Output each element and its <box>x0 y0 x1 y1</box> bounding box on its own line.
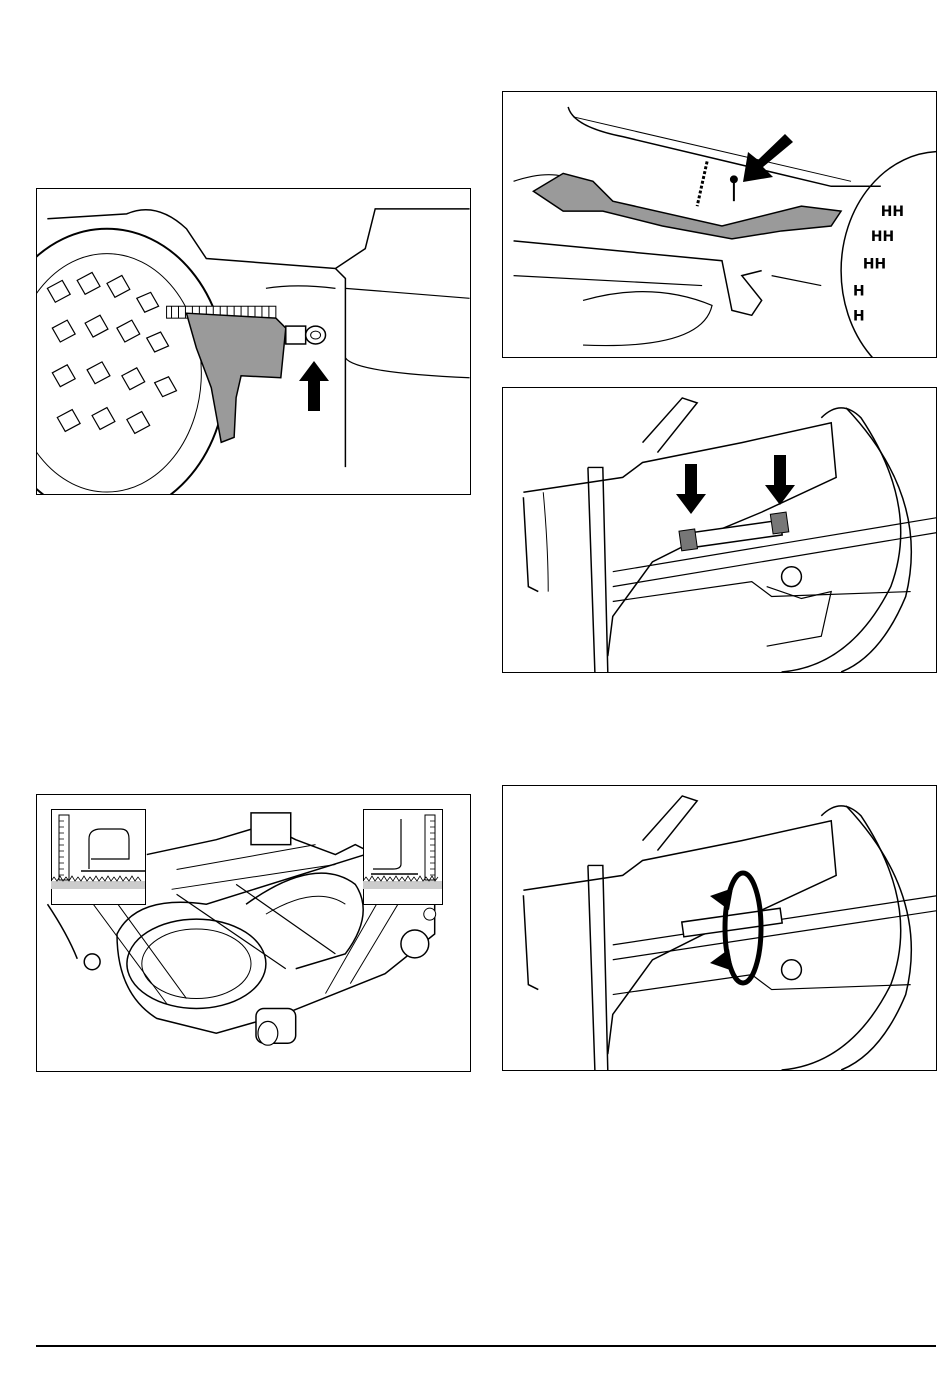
figure-mower-deck-height <box>36 794 471 1072</box>
arrow-up-icon <box>299 361 329 411</box>
arrow-down-icon <box>765 454 795 506</box>
lift-rod-nuts-illustration <box>503 388 936 672</box>
svg-text:H: H <box>853 283 865 299</box>
arrow-down-icon <box>743 132 793 182</box>
svg-text:H: H <box>853 308 865 324</box>
svg-text:HH: HH <box>871 229 894 245</box>
svg-text:HH: HH <box>863 257 886 273</box>
svg-text:HH: HH <box>881 204 904 220</box>
figure-spring-bracket <box>36 188 471 495</box>
rotate-arrows-icon <box>705 868 775 988</box>
arrow-down-icon <box>676 463 706 515</box>
spring-bracket-illustration <box>37 189 470 494</box>
figure-lift-rod-nuts <box>502 387 937 673</box>
figure-lift-rod-turnbuckle <box>502 785 937 1071</box>
footer-rule <box>36 1345 936 1347</box>
height-gauge-inset-left <box>51 809 146 905</box>
height-gauge-inset-right <box>363 809 443 905</box>
